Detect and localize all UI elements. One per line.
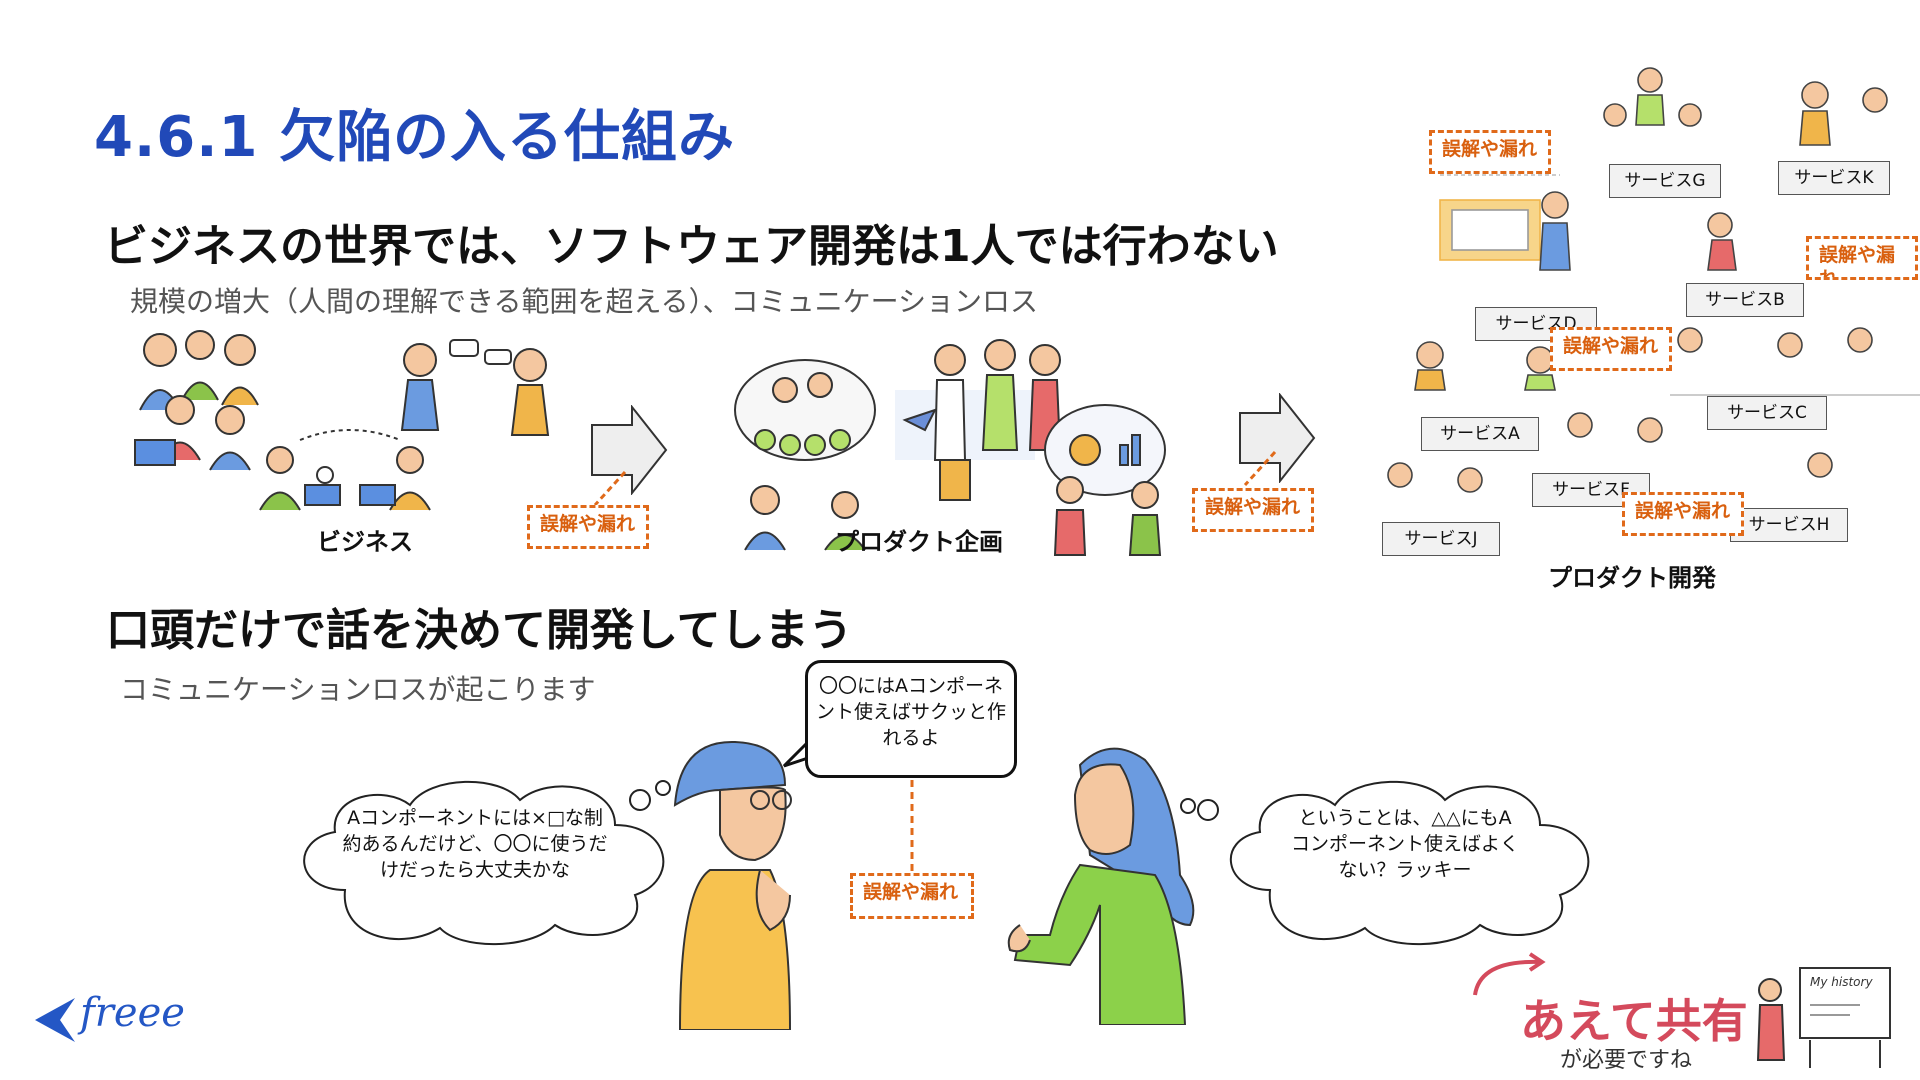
misunderstanding-badge-4: 誤解や漏れ <box>1806 236 1918 280</box>
board-text: My history <box>1810 975 1873 989</box>
label-planning: プロダクト企画 <box>835 522 1003 557</box>
speech-bubble: 〇〇にはAコンポーネント使えばサクッと作れるよ <box>805 660 1017 778</box>
label-development: プロダクト開発 <box>1548 558 1716 593</box>
service-box-g: サービスG <box>1609 164 1721 198</box>
dashed-connector-2 <box>1230 450 1280 490</box>
page-title: 4.6.1 欠陥の入る仕組み <box>94 92 735 173</box>
service-box-k: サービスK <box>1778 161 1890 195</box>
share-callout-subtitle: が必要ですね <box>1560 1042 1692 1074</box>
misunderstanding-badge-7: 誤解や漏れ <box>850 873 974 919</box>
misunderstanding-badge-5: 誤解や漏れ <box>1550 327 1672 371</box>
business-illustration <box>120 320 560 520</box>
misunderstanding-badge-6: 誤解や漏れ <box>1622 492 1744 536</box>
section1-subtext: 規模の増大（人間の理解できる範囲を超える）、コミュニケーションロス <box>130 280 1038 320</box>
misunderstanding-badge-3: 誤解や漏れ <box>1429 130 1551 174</box>
misunderstanding-badge-2: 誤解や漏れ <box>1192 488 1314 532</box>
service-box-c: サービスC <box>1707 396 1827 430</box>
section1-heading: ビジネスの世界では、ソフトウェア開発は1人では行わない <box>104 210 1279 274</box>
thought-text-right: ということは、△△にもAコンポーネント使えばよくない？ラッキー <box>1290 805 1520 883</box>
thought-text-left: Aコンポーネントには×□な制約あるんだけど、〇〇に使うだけだったら大丈夫かな <box>340 805 610 883</box>
dashed-connector-3 <box>900 778 930 878</box>
label-business: ビジネス <box>317 522 413 557</box>
misunderstanding-badge-1: 誤解や漏れ <box>527 505 649 549</box>
man-illustration <box>660 730 830 1030</box>
service-box-j: サービスJ <box>1382 522 1500 556</box>
section2-subtext: コミュニケーションロスが起こります <box>120 668 595 708</box>
section2-heading: 口頭だけで話を決めて開発してしまう <box>106 594 853 658</box>
freee-logo-text: freee <box>80 990 185 1036</box>
service-box-a: サービスA <box>1421 417 1539 451</box>
dashed-connector-1 <box>580 470 630 510</box>
service-box-b: サービスB <box>1686 283 1804 317</box>
service-box-h: サービスH <box>1730 508 1848 542</box>
freee-logo-icon <box>30 990 80 1050</box>
